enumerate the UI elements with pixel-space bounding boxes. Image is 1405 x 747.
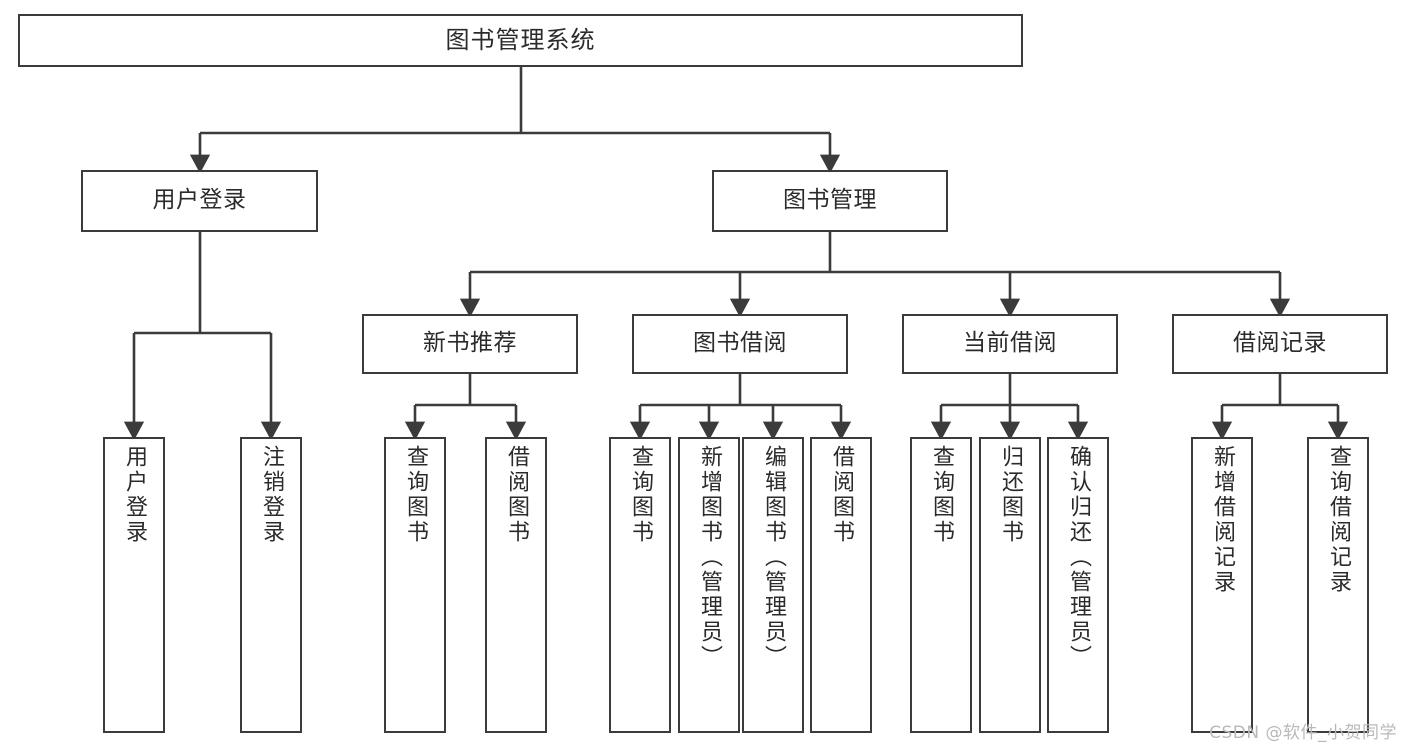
node-root[interactable]: 图书管理系统 xyxy=(18,14,1023,67)
node-leaf-edit-book[interactable]: 编辑图书（管理员） xyxy=(742,437,804,733)
node-leaf-add-book-label: 新增图书（管理员） xyxy=(697,445,722,670)
node-leaf-query-book-3-label: 查询图书 xyxy=(929,445,954,545)
connector-group-user-login xyxy=(123,232,282,441)
node-leaf-add-book[interactable]: 新增图书（管理员） xyxy=(678,437,740,733)
node-book-management[interactable]: 图书管理 xyxy=(712,170,948,232)
node-user-login[interactable]: 用户登录 xyxy=(81,170,318,232)
node-new-book-recommend-label: 新书推荐 xyxy=(423,330,517,357)
connector-group-book-management xyxy=(459,232,1291,318)
node-leaf-query-book-3[interactable]: 查询图书 xyxy=(910,437,972,733)
node-leaf-logout-label: 注销登录 xyxy=(259,445,284,545)
node-leaf-logout[interactable]: 注销登录 xyxy=(240,437,302,733)
node-leaf-query-record-label: 查询借阅记录 xyxy=(1326,445,1351,595)
node-new-book-recommend[interactable]: 新书推荐 xyxy=(362,314,578,374)
node-leaf-borrow-book-2-label: 借阅图书 xyxy=(829,445,854,545)
connector-group-root xyxy=(189,67,841,174)
node-leaf-user-login[interactable]: 用户登录 xyxy=(103,437,165,733)
connector-group-current-borrow xyxy=(930,374,1089,441)
node-borrow-record-label: 借阅记录 xyxy=(1233,330,1327,357)
node-leaf-add-record[interactable]: 新增借阅记录 xyxy=(1191,437,1253,733)
node-leaf-add-record-label: 新增借阅记录 xyxy=(1210,445,1235,595)
node-leaf-edit-book-label: 编辑图书（管理员） xyxy=(761,445,786,670)
node-current-borrow-label: 当前借阅 xyxy=(963,330,1057,357)
node-leaf-confirm-return[interactable]: 确认归还（管理员） xyxy=(1047,437,1109,733)
node-leaf-return-book-label: 归还图书 xyxy=(998,445,1023,545)
node-leaf-query-book-2[interactable]: 查询图书 xyxy=(609,437,671,733)
node-leaf-borrow-book-1-label: 借阅图书 xyxy=(504,445,529,545)
node-leaf-query-book-1-label: 查询图书 xyxy=(403,445,428,545)
node-user-login-label: 用户登录 xyxy=(152,187,247,214)
node-leaf-return-book[interactable]: 归还图书 xyxy=(979,437,1041,733)
node-borrow-record[interactable]: 借阅记录 xyxy=(1172,314,1388,374)
node-book-borrow[interactable]: 图书借阅 xyxy=(632,314,848,374)
connector-group-new-book-recommend xyxy=(404,374,527,441)
node-book-management-label: 图书管理 xyxy=(783,187,877,214)
node-current-borrow[interactable]: 当前借阅 xyxy=(902,314,1118,374)
node-leaf-borrow-book-1[interactable]: 借阅图书 xyxy=(485,437,547,733)
node-root-label: 图书管理系统 xyxy=(445,26,596,55)
connector-group-book-borrow xyxy=(629,374,852,441)
connector-group-borrow-record xyxy=(1211,374,1349,441)
node-leaf-user-login-label: 用户登录 xyxy=(122,445,147,545)
node-leaf-query-book-2-label: 查询图书 xyxy=(628,445,653,545)
node-leaf-confirm-return-label: 确认归还（管理员） xyxy=(1066,445,1091,670)
node-leaf-query-record[interactable]: 查询借阅记录 xyxy=(1307,437,1369,733)
node-leaf-borrow-book-2[interactable]: 借阅图书 xyxy=(810,437,872,733)
node-leaf-query-book-1[interactable]: 查询图书 xyxy=(384,437,446,733)
node-book-borrow-label: 图书借阅 xyxy=(693,330,787,357)
